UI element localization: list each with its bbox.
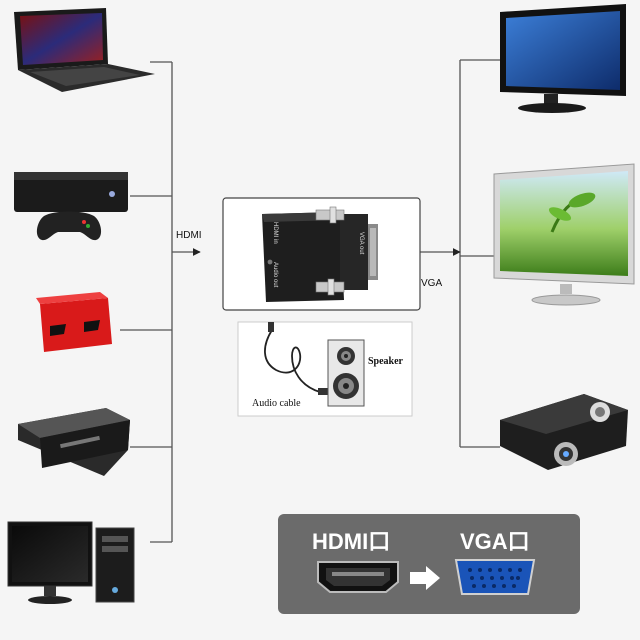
hdmi-vga-adapter	[262, 207, 378, 302]
audio-cable-label: Audio cable	[252, 398, 301, 409]
dvd-player-icon	[18, 408, 130, 476]
hdmi-port-icon	[318, 562, 398, 592]
banner-hdmi-label: HDMI口	[312, 524, 390, 556]
laptop-icon	[14, 8, 155, 92]
banner-vga-label: VGA口	[460, 524, 530, 556]
speaker-icon	[328, 340, 364, 406]
left-connection-lines	[120, 62, 200, 542]
right-connection-lines	[420, 60, 500, 447]
game-console-icon	[14, 172, 128, 240]
vga-port-icon	[456, 560, 534, 594]
tv-box-icon	[36, 292, 112, 352]
hdmi-input-label: HDMI	[176, 230, 202, 241]
monitor-icon	[494, 164, 634, 305]
speaker-label: Speaker	[368, 356, 403, 367]
projector-icon	[500, 394, 628, 470]
tv-icon	[500, 4, 626, 113]
adapter-audio-port-text: Audio out	[272, 262, 278, 287]
desktop-computer-icon	[8, 522, 134, 604]
vga-output-label: VGA	[421, 278, 442, 289]
adapter-hdmi-port-text: HDMI in	[272, 222, 278, 244]
adapter-vga-text: VGA out	[358, 232, 364, 254]
